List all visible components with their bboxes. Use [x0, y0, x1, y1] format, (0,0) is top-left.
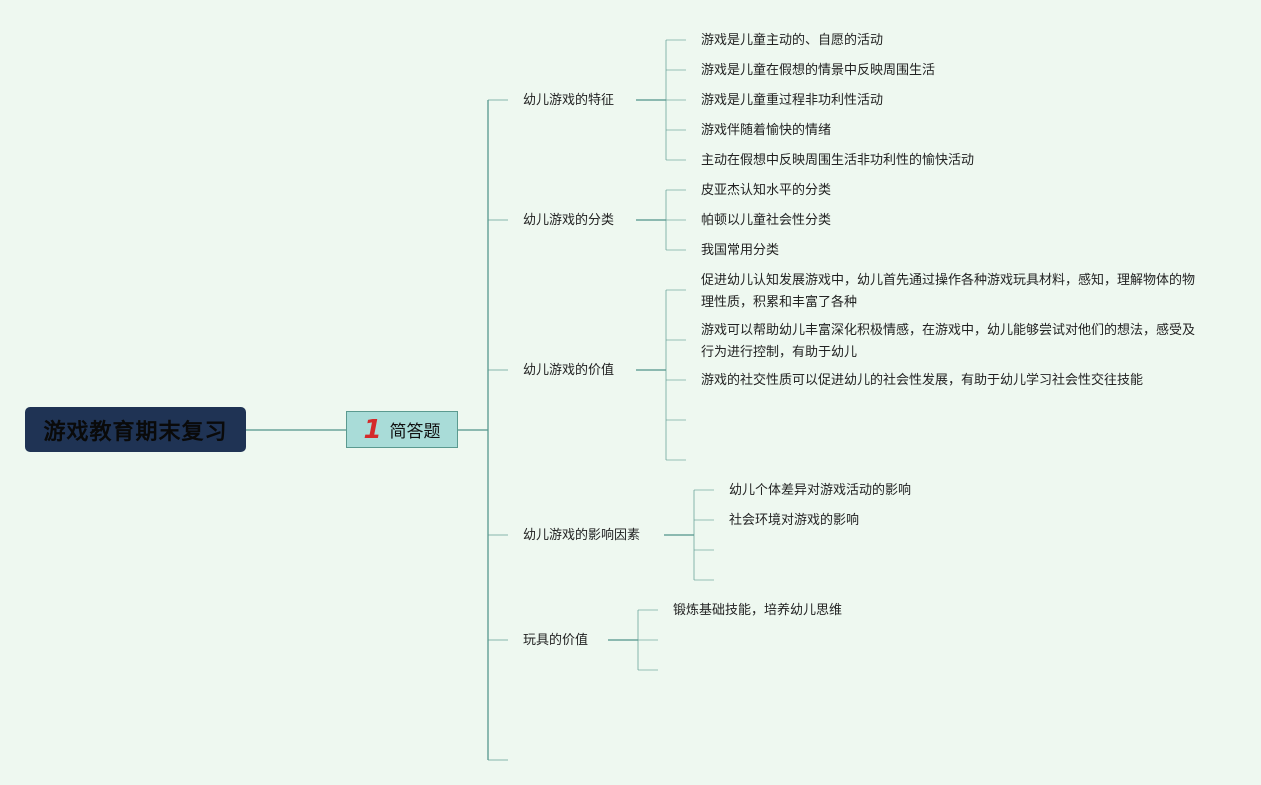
leaf-node[interactable]: 游戏的社交性质可以促进幼儿的社会性发展，有助于幼儿学习社会性交往技能 [701, 373, 1144, 388]
leaf-node[interactable]: 社会环境对游戏的影响 [729, 513, 860, 528]
root-node[interactable]: 游戏教育期末复习 [25, 407, 246, 452]
leaf-node[interactable]: 主动在假想中反映周围生活非功利性的愉快活动 [701, 153, 975, 168]
leaf-node[interactable]: 游戏是儿童在假想的情景中反映周围生活 [701, 63, 936, 78]
leaf-node[interactable]: 我国常用分类 [701, 243, 780, 258]
branch-node[interactable]: 幼儿游戏的特征 [523, 93, 615, 108]
branch-node[interactable]: 玩具的价值 [523, 633, 589, 648]
leaf-node[interactable]: 游戏伴随着愉快的情绪 [701, 123, 832, 138]
leaf-node[interactable]: 促进幼儿认知发展游戏中，幼儿首先通过操作各种游戏玩具材料，感知，理解物体的物理性… [701, 273, 1196, 310]
section-label: 简答题 [389, 422, 441, 442]
section-number: 1 [363, 414, 382, 445]
branch-node[interactable]: 幼儿游戏的分类 [523, 213, 615, 228]
branch-node[interactable]: 幼儿游戏的影响因素 [523, 528, 641, 543]
section-node[interactable]: 1 简答题 [346, 411, 458, 448]
leaf-node[interactable]: 游戏是儿童重过程非功利性活动 [701, 93, 884, 108]
leaf-node[interactable]: 皮亚杰认知水平的分类 [701, 183, 832, 198]
leaf-node[interactable]: 游戏可以帮助幼儿丰富深化积极情感，在游戏中，幼儿能够尝试对他们的想法，感受及行为… [701, 323, 1196, 360]
leaf-node[interactable]: 幼儿个体差异对游戏活动的影响 [729, 483, 912, 498]
leaf-node[interactable]: 锻炼基础技能，培养幼儿思维 [673, 603, 843, 618]
branch-node[interactable]: 幼儿游戏的价值 [523, 363, 615, 378]
leaf-node[interactable]: 帕顿以儿童社会性分类 [701, 213, 832, 228]
leaf-node[interactable]: 游戏是儿童主动的、自愿的活动 [701, 33, 884, 48]
root-title: 游戏教育期末复习 [43, 419, 228, 445]
